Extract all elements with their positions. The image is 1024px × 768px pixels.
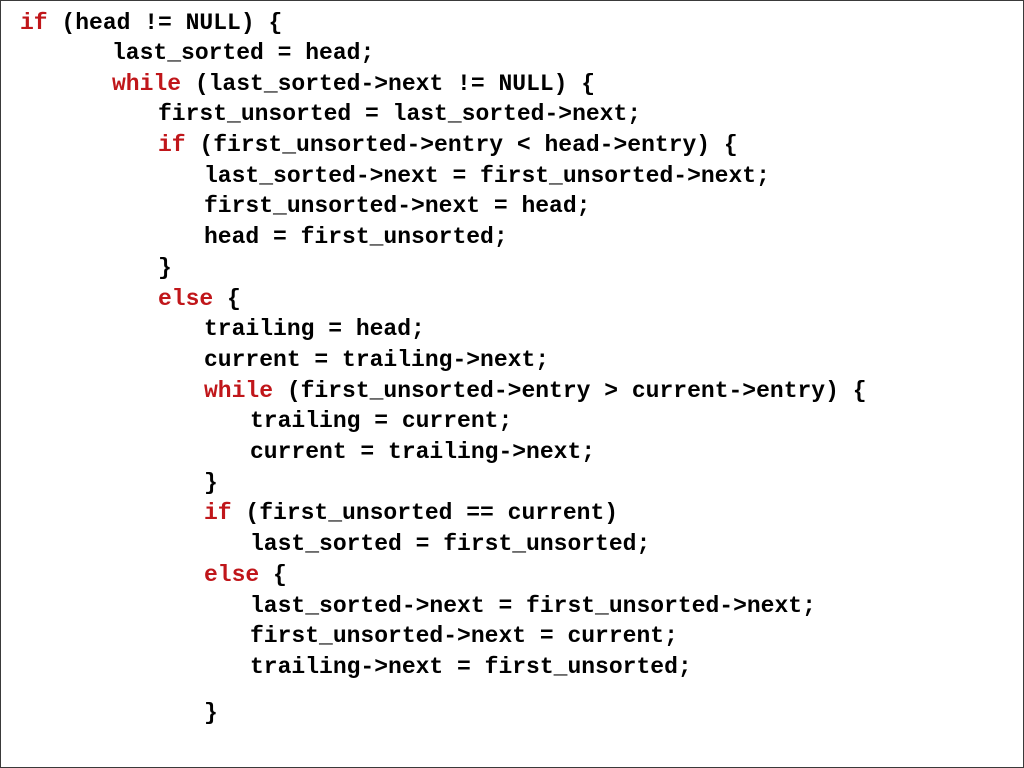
code-line-19: else { [204, 562, 287, 588]
code-line-9: } [158, 255, 172, 281]
code-text: last_sorted = first_unsorted; [250, 531, 651, 557]
code-text: (last_sorted->next != NULL) { [181, 71, 596, 97]
code-text: } [204, 700, 218, 726]
code-line-3: while (last_sorted->next != NULL) { [112, 71, 595, 97]
code-text: (first_unsorted == current) [231, 500, 619, 526]
keyword: else [158, 286, 214, 312]
code-text: } [204, 470, 218, 496]
keyword: if [20, 10, 48, 36]
code-text: trailing->next = first_unsorted; [250, 654, 692, 680]
keyword: if [158, 132, 186, 158]
code-text: last_sorted->next = first_unsorted->next… [250, 593, 816, 619]
code-line-1: if (head != NULL) { [20, 10, 282, 36]
code-text: } [158, 255, 172, 281]
code-text: trailing = head; [204, 316, 425, 342]
code-line-4: first_unsorted = last_sorted->next; [158, 101, 641, 127]
code-text: { [259, 562, 287, 588]
code-line-16: } [204, 470, 218, 496]
code-line-23: } [204, 700, 218, 726]
code-text: head = first_unsorted; [204, 224, 508, 250]
code-text: last_sorted = head; [112, 40, 375, 66]
code-line-20: last_sorted->next = first_unsorted->next… [250, 593, 816, 619]
code-line-15: current = trailing->next; [250, 439, 595, 465]
code-line-5: if (first_unsorted->entry < head->entry)… [158, 132, 738, 158]
keyword: while [204, 378, 274, 404]
keyword: while [112, 71, 182, 97]
code-text: current = trailing->next; [250, 439, 596, 465]
code-text: last_sorted->next = first_unsorted->next… [204, 163, 770, 189]
code-line-2: last_sorted = head; [112, 40, 374, 66]
code-line-21: first_unsorted->next = current; [250, 623, 678, 649]
code-text: first_unsorted->next = head; [204, 193, 591, 219]
keyword: if [204, 500, 232, 526]
code-line-17: if (first_unsorted == current) [204, 500, 618, 526]
code-line-13: while (first_unsorted->entry > current->… [204, 378, 867, 404]
code-text: (first_unsorted->entry > current->entry)… [273, 378, 867, 404]
code-line-18: last_sorted = first_unsorted; [250, 531, 650, 557]
code-text: first_unsorted = last_sorted->next; [158, 101, 642, 127]
code-line-12: current = trailing->next; [204, 347, 549, 373]
code-line-22: trailing->next = first_unsorted; [250, 654, 692, 680]
code-line-10: else { [158, 286, 241, 312]
code-line-11: trailing = head; [204, 316, 425, 342]
code-text: (head != NULL) { [47, 10, 283, 36]
keyword: else [204, 562, 260, 588]
code-text: current = trailing->next; [204, 347, 550, 373]
code-line-8: head = first_unsorted; [204, 224, 508, 250]
code-text: { [213, 286, 241, 312]
code-text: (first_unsorted->entry < head->entry) { [185, 132, 738, 158]
code-line-14: trailing = current; [250, 408, 512, 434]
code-line-7: first_unsorted->next = head; [204, 193, 590, 219]
code-line-6: last_sorted->next = first_unsorted->next… [204, 163, 770, 189]
code-text: first_unsorted->next = current; [250, 623, 678, 649]
code-text: trailing = current; [250, 408, 513, 434]
